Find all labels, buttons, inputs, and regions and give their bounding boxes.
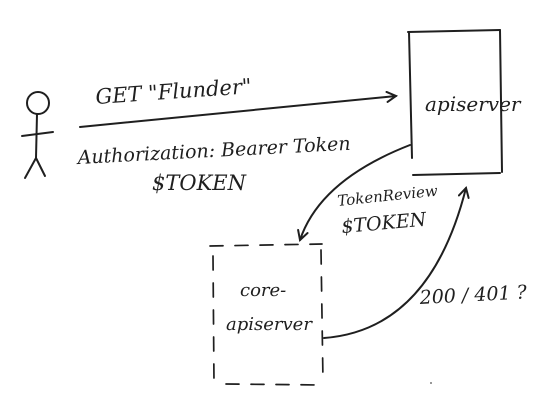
request-label-get: GET "Flunder" (95, 74, 253, 109)
token-review-arrow (300, 144, 411, 240)
core-apiserver-box (209, 243, 324, 386)
core-apiserver-label-line1: core- (240, 280, 286, 301)
stick-figure-icon (21, 91, 54, 179)
request-label-authorization: Authorization: Bearer Token (75, 133, 351, 169)
request-arrow (79, 96, 396, 128)
apiserver-box (407, 29, 503, 176)
token-review-label: TokenReview (337, 182, 439, 210)
response-label: 200 / 401 ? (418, 281, 528, 309)
stray-dot (430, 382, 432, 384)
request-label-token: $TOKEN (152, 171, 247, 195)
token-review-token: $TOKEN (341, 209, 429, 238)
apiserver-label: apiserver (425, 92, 522, 116)
response-arrow (323, 188, 466, 339)
core-apiserver-label-line2: apiserver (226, 314, 313, 335)
